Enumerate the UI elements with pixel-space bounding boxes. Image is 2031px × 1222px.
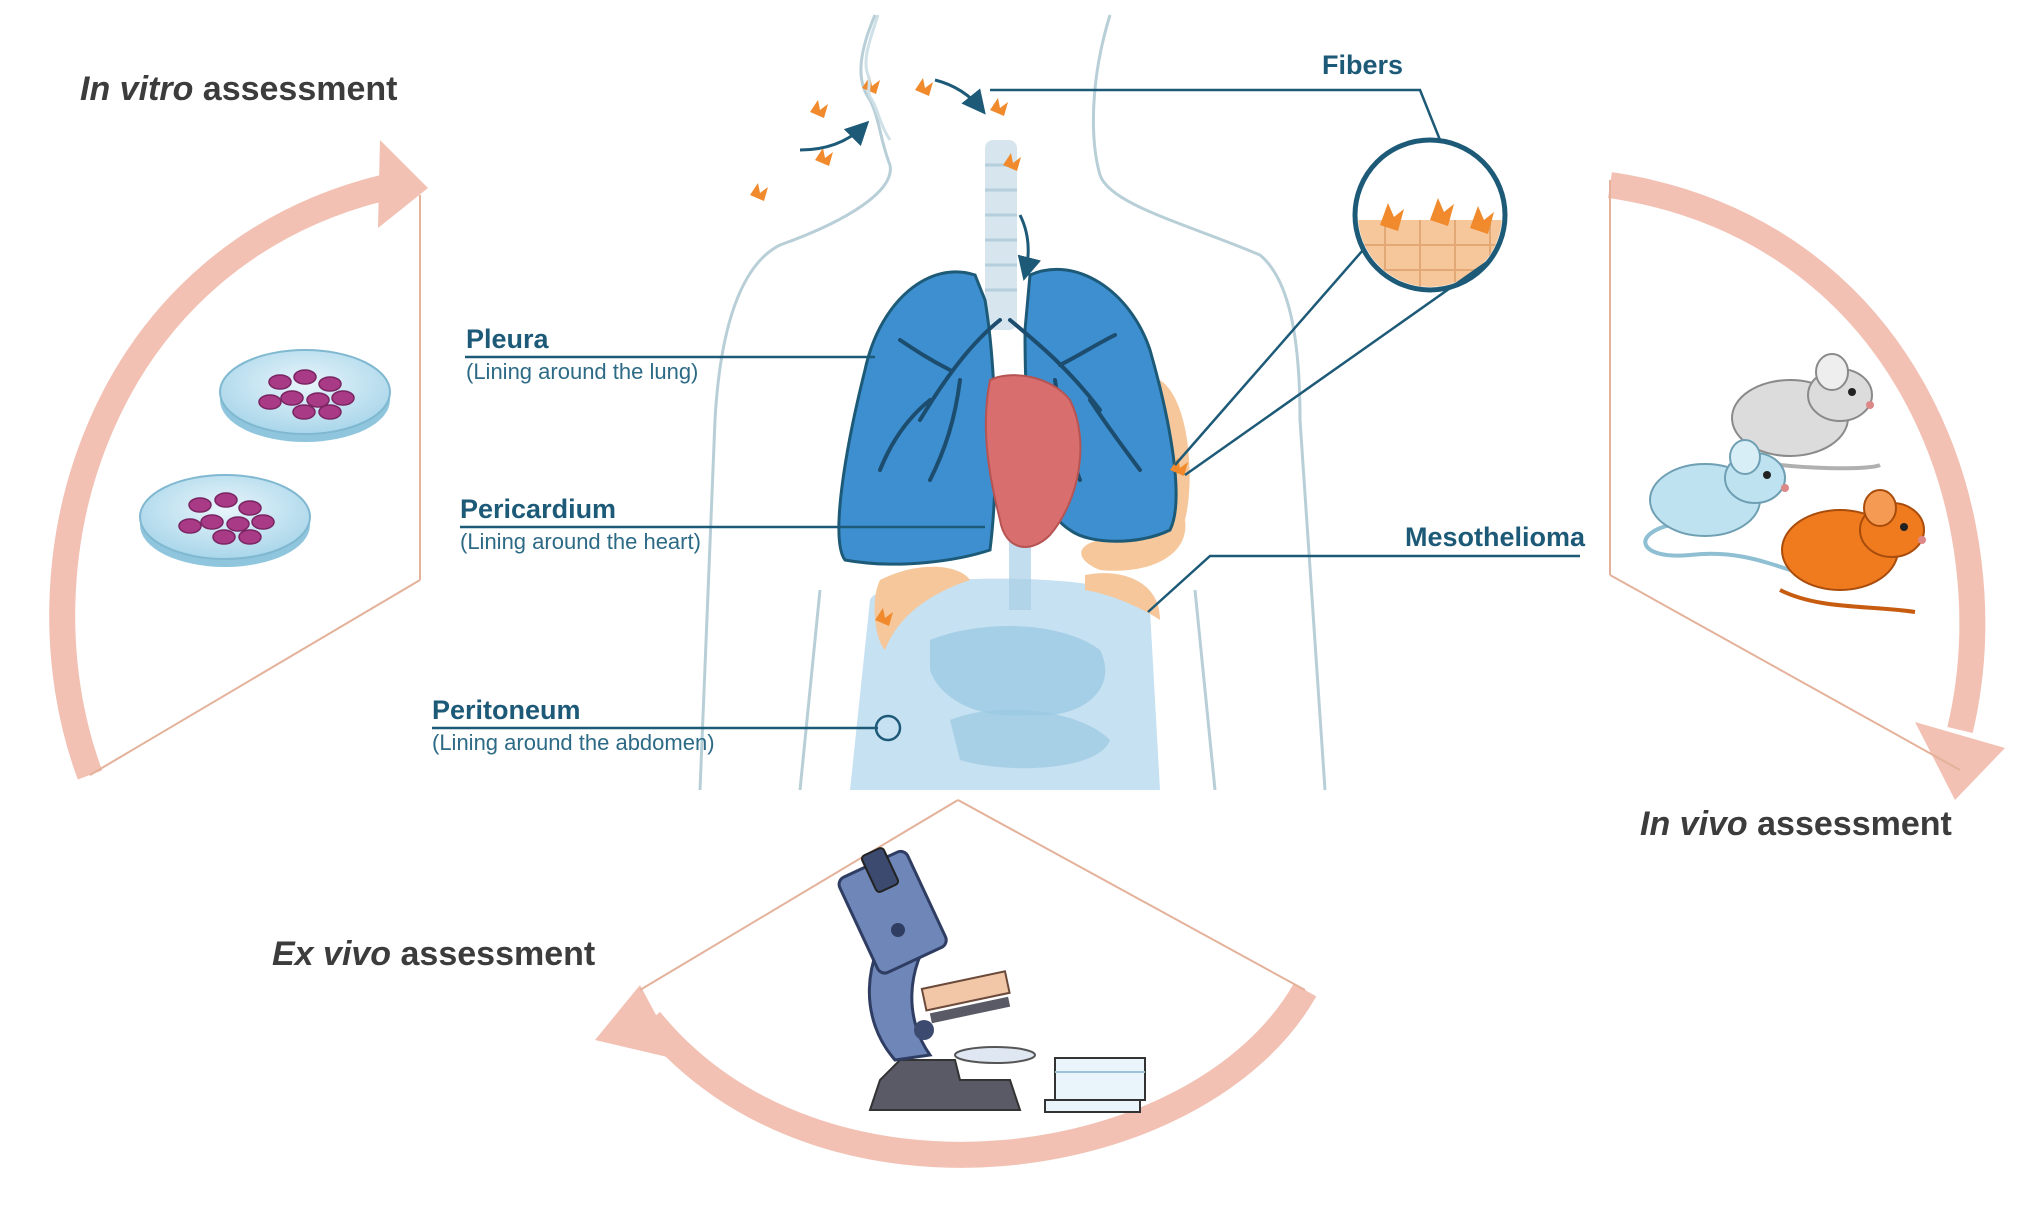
pleura-description: (Lining around the lung) xyxy=(466,356,698,388)
mouse-blue xyxy=(1645,440,1790,570)
ex-vivo-assessment-title: Ex vivo assessment xyxy=(272,935,595,974)
peritoneum-description: (Lining around the abdomen) xyxy=(432,727,715,759)
pleura-label: Pleura (Lining around the lung) xyxy=(466,322,698,388)
in-vivo-assessment-title: In vivo assessment xyxy=(1640,805,1952,844)
peritoneum-name: Peritoneum xyxy=(432,693,715,727)
in-vitro-title-rest: assessment xyxy=(193,70,397,108)
ex-vivo-title-italic: Ex vivo xyxy=(272,935,391,973)
petri-dish-bottom xyxy=(140,475,310,567)
ex-vivo-title-rest: assessment xyxy=(391,935,595,973)
petri-dish-top xyxy=(220,350,390,442)
mice-illustration xyxy=(1645,354,1926,612)
in-vitro-title-italic: In vitro xyxy=(80,70,193,108)
left-lung xyxy=(839,272,996,564)
pericardium-label: Pericardium (Lining around the heart) xyxy=(460,492,701,558)
in-vivo-title-rest: assessment xyxy=(1748,805,1952,843)
pericardium-name: Pericardium xyxy=(460,492,701,526)
in-vivo-title-italic: In vivo xyxy=(1640,805,1748,843)
pericardium-description: (Lining around the heart) xyxy=(460,526,701,558)
mouse-orange xyxy=(1780,490,1926,612)
microscope-illustration xyxy=(836,847,1035,1110)
mesothelioma-label: Mesothelioma xyxy=(1405,522,1585,553)
in-vitro-assessment-title: In vitro assessment xyxy=(80,70,397,109)
microscope-slides xyxy=(1045,1058,1145,1112)
pleura-name: Pleura xyxy=(466,322,698,356)
petri-dishes-illustration xyxy=(140,350,390,567)
in-vitro-cycle-arrow xyxy=(62,140,428,775)
peritoneum-label: Peritoneum (Lining around the abdomen) xyxy=(432,693,715,759)
fiber-magnifier xyxy=(1175,140,1505,475)
fibers-label: Fibers xyxy=(1322,50,1403,81)
